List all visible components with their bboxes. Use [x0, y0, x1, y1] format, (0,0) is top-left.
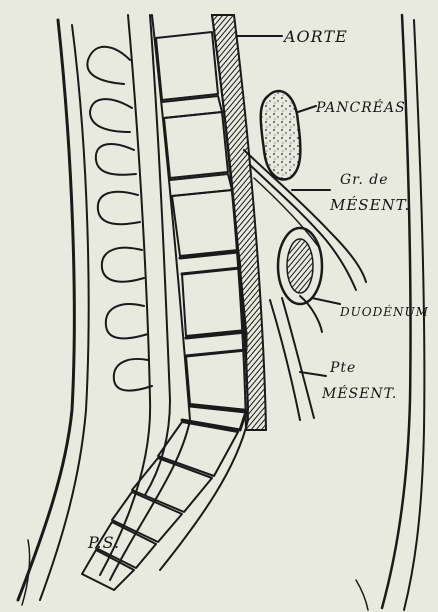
label-grande-mesent-line1: Gr. de: [340, 172, 389, 188]
label-petite-mesent-line1: Pte: [329, 360, 356, 376]
label-grande-mesent-line2: MÉSENT.: [329, 196, 410, 214]
artist-signature: P.S.: [87, 533, 120, 552]
label-aorte: AORTE: [282, 27, 348, 46]
pancreas: [261, 91, 301, 179]
label-duodenum: DUODÉNUM: [339, 304, 429, 319]
label-pancreas: PANCRÉAS: [315, 98, 406, 116]
label-petite-mesent-line2: MÉSENT.: [321, 384, 397, 402]
